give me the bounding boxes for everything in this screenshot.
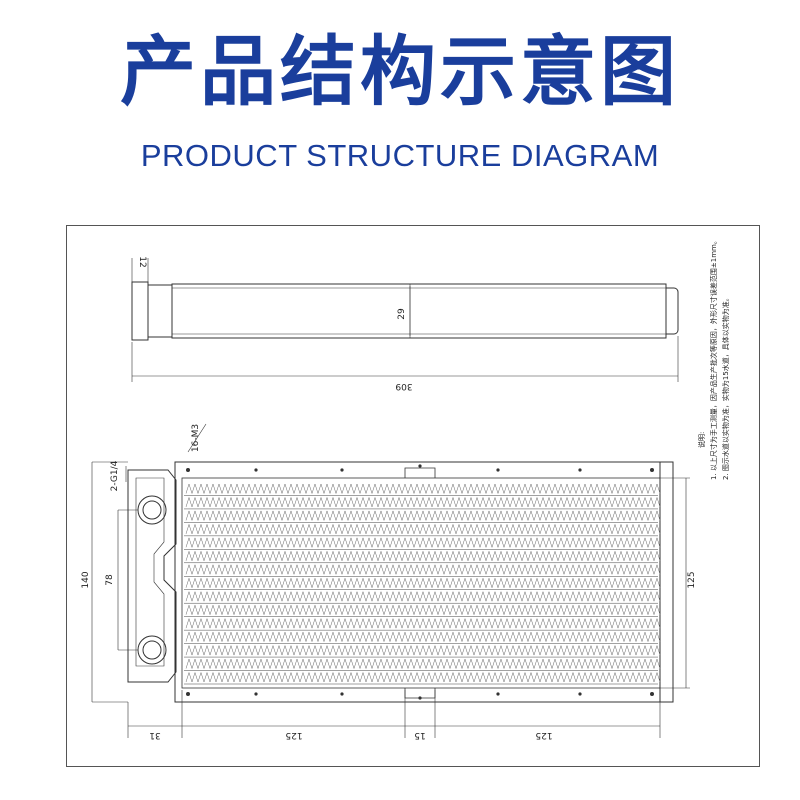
- dim-thread-spec: 2-G1/4: [110, 460, 120, 491]
- page-subtitle: PRODUCT STRUCTURE DIAGRAM: [140, 138, 660, 173]
- dim-port-spacing: 78: [105, 574, 115, 586]
- dim-bottom-31: 31: [149, 730, 160, 740]
- dim-bottom-125-left: 125: [285, 730, 302, 740]
- fin-row: [185, 577, 661, 589]
- page-title: 产品结构示意图: [120, 27, 680, 116]
- dim-screw-spec: 16-M3: [191, 424, 201, 452]
- fin-row: [185, 658, 661, 670]
- screw-holes: [186, 464, 654, 700]
- dim-top-height: 29: [397, 308, 407, 320]
- fin-row: [185, 563, 661, 576]
- fin-row: [185, 644, 661, 656]
- top-view: [131, 258, 679, 382]
- fin-row: [185, 671, 661, 683]
- notes-line-2: 2. 图示水道以实物为准，实物为15水道，具体以实物为准。: [721, 294, 730, 480]
- fin-row: [185, 483, 661, 495]
- notes-title: 说明:: [697, 432, 706, 448]
- dim-top-length: 309: [395, 381, 412, 391]
- fin-row: [185, 496, 661, 508]
- dim-bottom-15: 15: [414, 730, 425, 740]
- fin-row: [185, 523, 661, 535]
- fin-row: [185, 590, 661, 603]
- dim-overall-height: 140: [81, 571, 91, 588]
- dim-core-height: 125: [687, 571, 697, 588]
- fin-row: [185, 537, 661, 549]
- fin-row: [185, 631, 661, 643]
- fin-row: [185, 550, 661, 562]
- fin-row: [185, 510, 661, 522]
- fin-array: [184, 483, 661, 685]
- dim-top-thickness: 12: [137, 256, 147, 267]
- fin-row: [185, 617, 661, 629]
- fin-row: [185, 604, 661, 616]
- front-view: [91, 423, 690, 738]
- notes-line-1: 1. 以上尺寸为手工测量，因产品生产批次等原因，外形尺寸误差范围±1mm。: [709, 237, 718, 480]
- dim-bottom-125-right: 125: [535, 730, 552, 740]
